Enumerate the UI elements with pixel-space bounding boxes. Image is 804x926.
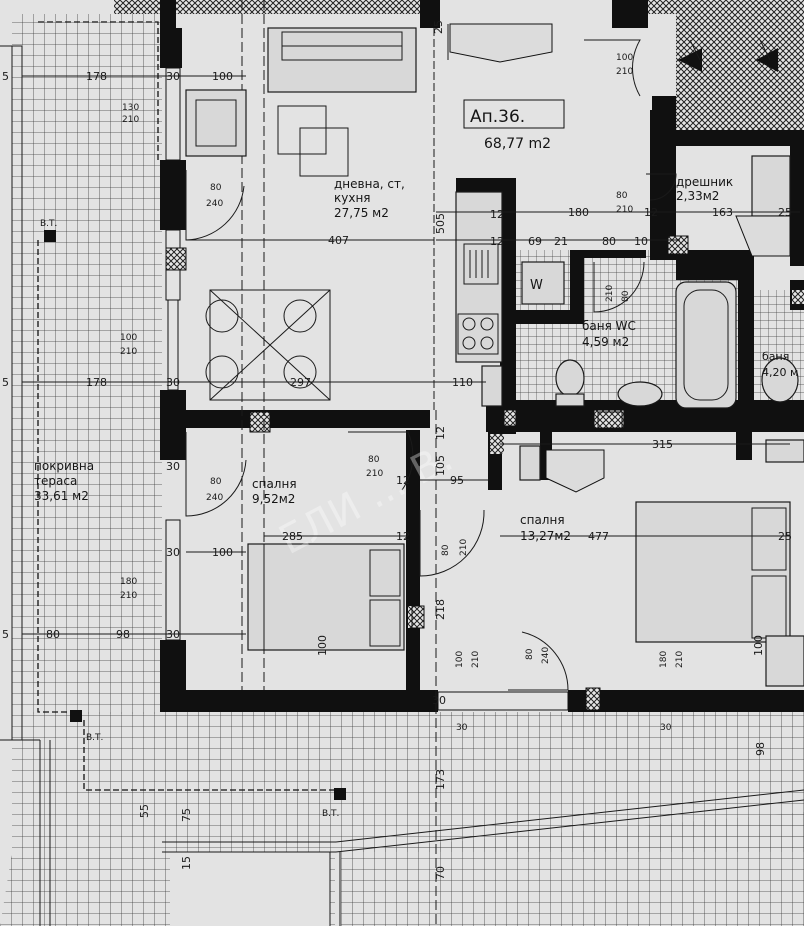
closet-area: 2,33м2 <box>676 189 719 203</box>
dim-label: 80 <box>368 455 380 465</box>
dim-label: 12 <box>396 474 410 487</box>
terrace-floor-left <box>12 14 162 714</box>
bath-wc-area: 4,59 м2 <box>582 335 629 349</box>
bath-right-area: 4,20 м <box>762 366 798 379</box>
bathtub <box>675 281 737 409</box>
dim-label: 100 <box>616 53 633 63</box>
dim-label: 210 <box>120 591 137 601</box>
dim-label: 80 <box>621 290 631 302</box>
dim-label: 210 <box>675 651 685 668</box>
dim-label: 5 <box>2 70 9 83</box>
dim-label: 100 <box>455 651 465 668</box>
bedroom-small-area: 9,52м2 <box>252 492 295 506</box>
dim-label: 210 <box>471 651 481 668</box>
dim-label: 12 <box>434 426 447 440</box>
dim-label: 173 <box>434 769 447 790</box>
dim-label: 12 <box>490 208 504 221</box>
dim-label: 240 <box>206 199 223 209</box>
dim-label: 30 <box>660 723 672 733</box>
dim-label: 210 <box>616 205 633 215</box>
dim-label: 100 <box>752 635 765 656</box>
living-room-area: 27,75 м2 <box>334 206 389 220</box>
dim-label: 210 <box>366 469 383 479</box>
bath-right-name: баня <box>762 350 789 363</box>
toilet <box>555 359 585 397</box>
apartment-area: 68,77 m2 <box>484 136 551 152</box>
bt-label-2: В.Т. <box>86 733 103 743</box>
dim-label: 210 <box>459 539 469 556</box>
dim-label: 100 <box>316 635 329 656</box>
living-room-name: дневна, ст, <box>334 177 405 191</box>
bedroom-small-name: спалня <box>252 477 297 491</box>
dim-label: 80 <box>525 648 535 660</box>
dim-label: 80 <box>441 544 451 556</box>
bedroom-large-name: спалня <box>520 513 565 527</box>
living-room-name-2: кухня <box>334 191 371 205</box>
dim-label: 75 <box>180 808 193 822</box>
apartment-number: Ап.36. <box>470 107 525 127</box>
dim-label: 210 <box>605 285 615 302</box>
bt-label-1: В.Т. <box>40 219 57 229</box>
terrace-area: 33,61 м2 <box>34 489 89 503</box>
washing-machine-label: W <box>530 278 543 293</box>
bed-small <box>247 543 405 651</box>
washing-machine <box>521 261 565 305</box>
dim-label: 98 <box>754 742 767 756</box>
dim-label: 80 <box>602 235 616 248</box>
dim-label: 5 <box>2 628 9 641</box>
dim-label: 80 <box>210 183 222 193</box>
dim-label: 30 <box>432 694 446 707</box>
dim-label: 100 <box>120 333 137 343</box>
dim-label: 210 <box>120 347 137 357</box>
dim-label: 10 <box>634 235 648 248</box>
dim-label: 80 <box>210 477 222 487</box>
terrace-name-2: тераса <box>34 474 77 488</box>
terrace-name: покривна <box>34 459 94 473</box>
dim-label: 70 <box>434 866 447 880</box>
dim-label: 210 <box>616 67 633 77</box>
dim-label: 80 <box>616 191 628 201</box>
dim-label: 180 <box>120 577 137 587</box>
dim-label: 15 <box>180 856 193 870</box>
dim-label: 180 <box>659 651 669 668</box>
dim-label: 218 <box>434 599 447 620</box>
bed-large <box>635 501 791 643</box>
dim-label: 130 <box>122 103 139 113</box>
dim-label: 69 <box>528 235 542 248</box>
sink <box>617 381 663 407</box>
dim-label: 12 <box>490 235 504 248</box>
dim-label: 5 <box>2 376 9 389</box>
dim-label: 21 <box>554 235 568 248</box>
dim-label: 30 <box>456 723 468 733</box>
dim-label: 30 <box>166 460 180 473</box>
dim-label: 105 <box>434 455 447 476</box>
dim-label: 25 <box>432 20 445 34</box>
dim-label: 240 <box>541 647 551 664</box>
bt-label-3: В.Т. <box>322 809 339 819</box>
dim-label: 505 <box>434 213 447 234</box>
bath-wc-name: баня WC <box>582 319 636 333</box>
dim-label: 240 <box>206 493 223 503</box>
closet-name: дрешник <box>676 175 733 189</box>
dim-label: 210 <box>122 115 139 125</box>
dim-label: 30 <box>166 546 180 559</box>
dim-label: 55 <box>138 804 151 818</box>
